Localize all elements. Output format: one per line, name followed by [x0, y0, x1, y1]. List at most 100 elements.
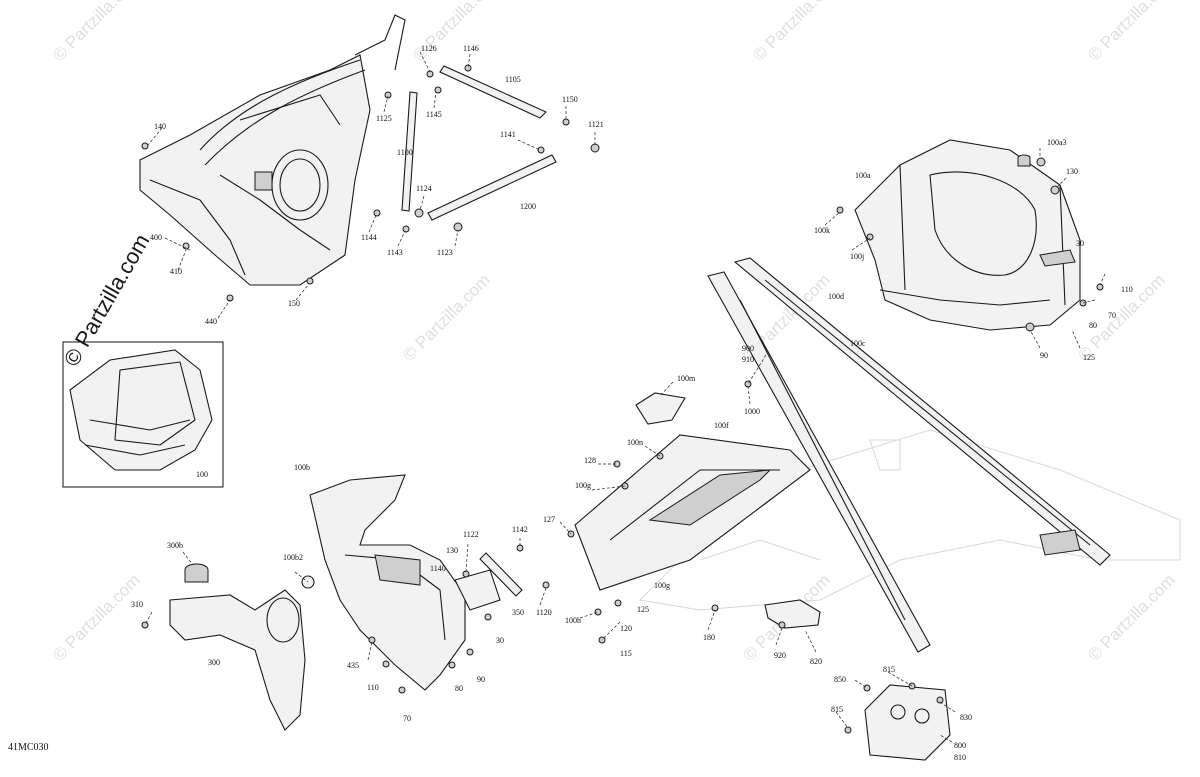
callout-1143: 1143 — [387, 248, 403, 257]
watermark-text: © Partzilla.com — [49, 0, 143, 65]
callout-310: 310 — [131, 600, 143, 609]
callout-920: 920 — [774, 651, 786, 660]
callout-80-right: 80 — [1089, 321, 1097, 330]
callout-100b: 100b — [294, 463, 310, 472]
callout-100a3: 100a3 — [1047, 138, 1067, 147]
callout-110-left: 110 — [367, 683, 379, 692]
callout-100k: 100k — [814, 226, 830, 235]
support-300 — [141, 563, 306, 731]
callout-1120: 1120 — [536, 608, 552, 617]
callout-70-left: 70 — [403, 714, 411, 723]
callout-810: 810 — [954, 753, 966, 762]
callout-180: 180 — [703, 633, 715, 642]
callout-1122: 1122 — [463, 530, 479, 539]
callout-127: 127 — [543, 515, 555, 524]
callout-830: 830 — [960, 713, 972, 722]
callout-410: 410 — [170, 267, 182, 276]
watermark-large: © Partzilla.com — [59, 230, 155, 371]
callout-120: 120 — [620, 624, 632, 633]
callout-100d: 100d — [828, 292, 844, 301]
watermark-text: © Partzilla.com — [399, 270, 493, 364]
callout-128: 128 — [584, 456, 596, 465]
callout-1125: 1125 — [376, 114, 392, 123]
callout-70-right: 70 — [1108, 311, 1116, 320]
callout-140: 140 — [154, 122, 166, 131]
callout-440: 440 — [205, 317, 217, 326]
bushing-300b — [184, 563, 209, 583]
callout-100g-1: 100g — [575, 481, 591, 490]
main-frame-assembly — [139, 14, 406, 286]
link-rods — [141, 64, 600, 302]
callout-130-left: 130 — [446, 546, 458, 555]
callout-1000: 1000 — [744, 407, 760, 416]
callout-80-left: 80 — [455, 684, 463, 693]
callout-90-right: 90 — [1040, 351, 1048, 360]
cover-100m — [635, 392, 686, 425]
diagram-code: 41MC030 — [8, 742, 49, 753]
callout-150: 150 — [288, 299, 300, 308]
callout-30-right: 30 — [1076, 239, 1084, 248]
bracket-820 — [764, 599, 821, 629]
watermark-text: © Partzilla.com — [1084, 570, 1178, 664]
callout-100h: 100h — [565, 616, 581, 625]
callout-1126: 1126 — [421, 44, 437, 53]
callout-800: 800 — [954, 741, 966, 750]
callout-350: 350 — [512, 608, 524, 617]
callout-labels: 140 400 410 440 150 1126 1146 1105 1125 … — [131, 44, 1133, 762]
callout-820: 820 — [810, 657, 822, 666]
callout-300: 300 — [208, 658, 220, 667]
callout-1146: 1146 — [463, 44, 479, 53]
bracket-1140 — [454, 569, 501, 611]
callout-1142: 1142 — [512, 525, 528, 534]
callout-900: 900 — [742, 344, 754, 353]
plate-800-810 — [844, 682, 951, 761]
callout-100c: 100c — [850, 339, 866, 348]
callout-125-right: 125 — [1083, 353, 1095, 362]
watermark-text: © Partzilla.com — [1084, 0, 1178, 65]
callout-100j: 100j — [850, 252, 864, 261]
callout-850: 850 — [834, 675, 846, 684]
callout-1144: 1144 — [361, 233, 377, 242]
callout-1123: 1123 — [437, 248, 453, 257]
callout-90-left: 90 — [477, 675, 485, 684]
skid-plate-100f — [567, 380, 811, 644]
callout-815-left: 815 — [831, 705, 843, 714]
watermark-text: © Partzilla.com — [49, 570, 143, 664]
callout-100m: 100m — [677, 374, 696, 383]
callout-100a: 100a — [855, 171, 871, 180]
rod-1100 — [401, 91, 418, 212]
callout-1121: 1121 — [588, 120, 604, 129]
rod-1105 — [439, 65, 547, 119]
callout-100n: 100n — [627, 438, 643, 447]
callout-100f: 100f — [714, 421, 729, 430]
callout-1145: 1145 — [426, 110, 442, 119]
callout-1105: 1105 — [505, 75, 521, 84]
callout-910: 910 — [742, 355, 754, 364]
callout-100g-2: 100g — [654, 581, 670, 590]
callout-300b: 300b — [167, 541, 183, 550]
leader-lines — [144, 51, 1106, 743]
callout-110-right: 110 — [1121, 285, 1133, 294]
callout-1150: 1150 — [562, 95, 578, 104]
callout-1200: 1200 — [520, 202, 536, 211]
callout-1141: 1141 — [500, 130, 516, 139]
callout-130-right: 130 — [1066, 167, 1078, 176]
frame-100b — [301, 474, 550, 694]
callout-435: 435 — [347, 661, 359, 670]
long-rails-900-910 — [707, 257, 1111, 653]
callout-1100: 1100 — [397, 148, 413, 157]
callout-125-middle: 125 — [637, 605, 649, 614]
callout-815-top: 815 — [883, 665, 895, 674]
watermark-text: © Partzilla.com — [409, 0, 503, 65]
callout-30-left: 30 — [496, 636, 504, 645]
watermark-text: © Partzilla.com — [749, 0, 843, 65]
inset-assembly-100 — [62, 341, 224, 488]
front-frame-100a — [836, 139, 1104, 332]
link-350 — [479, 552, 523, 597]
callout-400: 400 — [150, 233, 162, 242]
callout-1140: 1140 — [430, 564, 446, 573]
callout-100-inset: 100 — [196, 470, 208, 479]
rod-1200 — [427, 154, 557, 221]
callout-100b2: 100b2 — [283, 553, 303, 562]
